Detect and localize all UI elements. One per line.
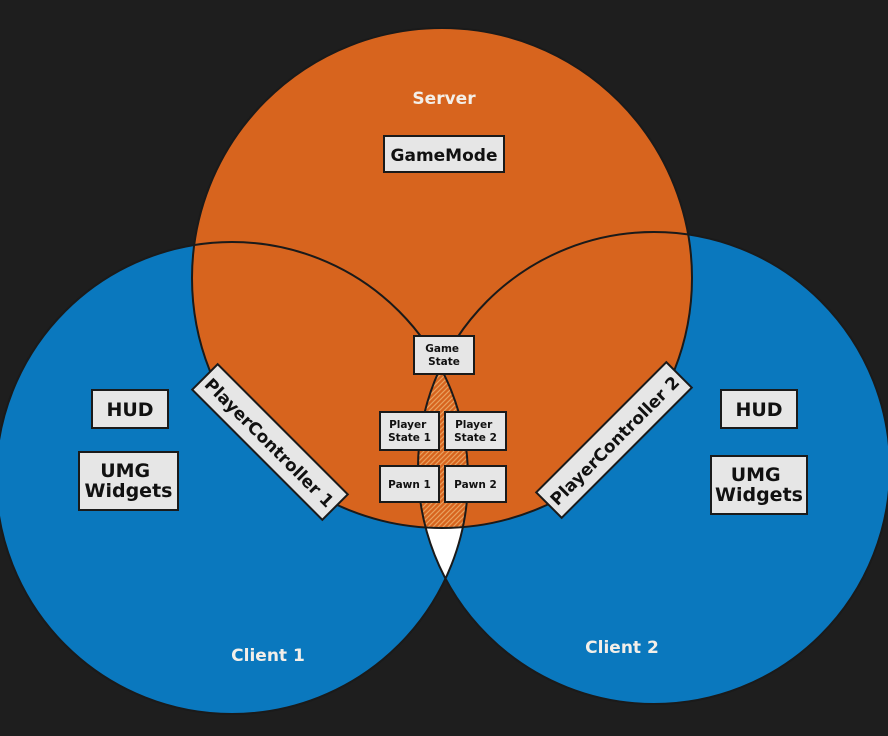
client-2-umg-box	[710, 455, 808, 515]
client-2-hud-box	[720, 389, 798, 429]
client-1-umg-label: UMG Widgets	[85, 460, 173, 502]
client-1-umg-box	[78, 451, 179, 511]
server-title: Server	[412, 89, 476, 109]
client-2-hud-label: HUD	[735, 399, 782, 421]
client-1-hud-label: HUD	[106, 399, 153, 421]
game-state-label: Game State	[425, 343, 462, 368]
client-2-umg-label: UMG Widgets	[715, 464, 803, 506]
player-state-1-box	[379, 411, 440, 451]
client-1-title: Client 1	[231, 646, 305, 666]
gamemode-label: GameMode	[391, 146, 498, 166]
server-outline	[191, 27, 693, 529]
player-state-1-label: Player State 1	[388, 419, 431, 444]
pawn-2-label: Pawn 2	[454, 479, 497, 491]
client-2-title: Client 2	[585, 638, 659, 658]
pawn-1-label: Pawn 1	[388, 479, 431, 491]
player-state-2-box	[444, 411, 507, 451]
player-state-2-label: Player State 2	[454, 419, 497, 444]
pawn-2-box	[444, 465, 507, 503]
pawn-1-box	[379, 465, 440, 503]
client-1-hud-box	[91, 389, 169, 429]
server-circle	[192, 28, 692, 528]
game-state-box	[413, 335, 475, 375]
gamemode-box	[383, 135, 505, 173]
